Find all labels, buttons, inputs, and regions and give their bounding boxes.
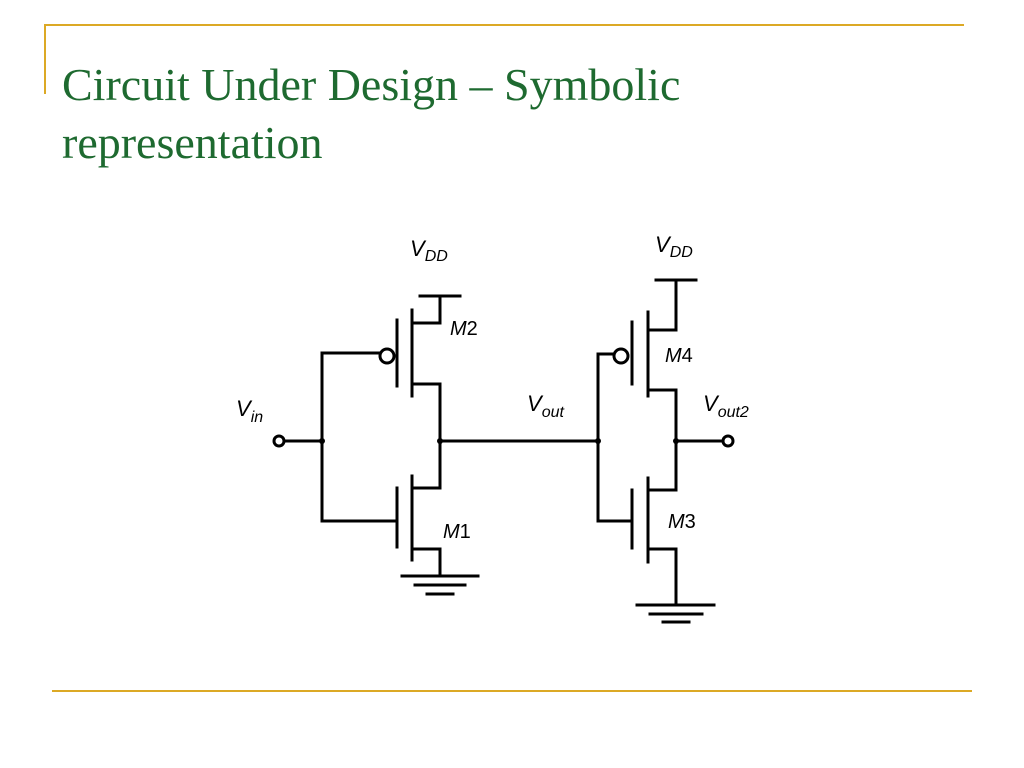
title-line-1: Circuit Under Design – Symbolic bbox=[62, 59, 681, 110]
inverter-2 bbox=[595, 278, 735, 624]
input-node-2 bbox=[595, 438, 601, 444]
vout2-label: Vout2 bbox=[703, 391, 749, 421]
input-node-1 bbox=[319, 438, 325, 444]
vdd-right-label: VDD bbox=[655, 232, 693, 261]
vout-label: Vout bbox=[527, 391, 564, 421]
title-line-2: representation bbox=[62, 117, 323, 168]
m4-bubble bbox=[612, 347, 630, 365]
vdd-left-label: VDD bbox=[410, 236, 448, 265]
inverter-1 bbox=[272, 294, 480, 596]
vout2-terminal bbox=[721, 434, 735, 448]
vin-label: Vin bbox=[236, 396, 263, 426]
m3-label: M3 bbox=[668, 511, 696, 533]
m1-label: M1 bbox=[443, 521, 471, 543]
left-rule bbox=[44, 24, 46, 94]
top-rule bbox=[44, 24, 964, 26]
m2-label: M2 bbox=[450, 318, 478, 340]
m4-label: M4 bbox=[665, 345, 693, 367]
m2-bubble bbox=[378, 347, 396, 365]
slide-title: Circuit Under Design – Symbolic represen… bbox=[62, 56, 962, 172]
bottom-rule bbox=[52, 690, 972, 692]
